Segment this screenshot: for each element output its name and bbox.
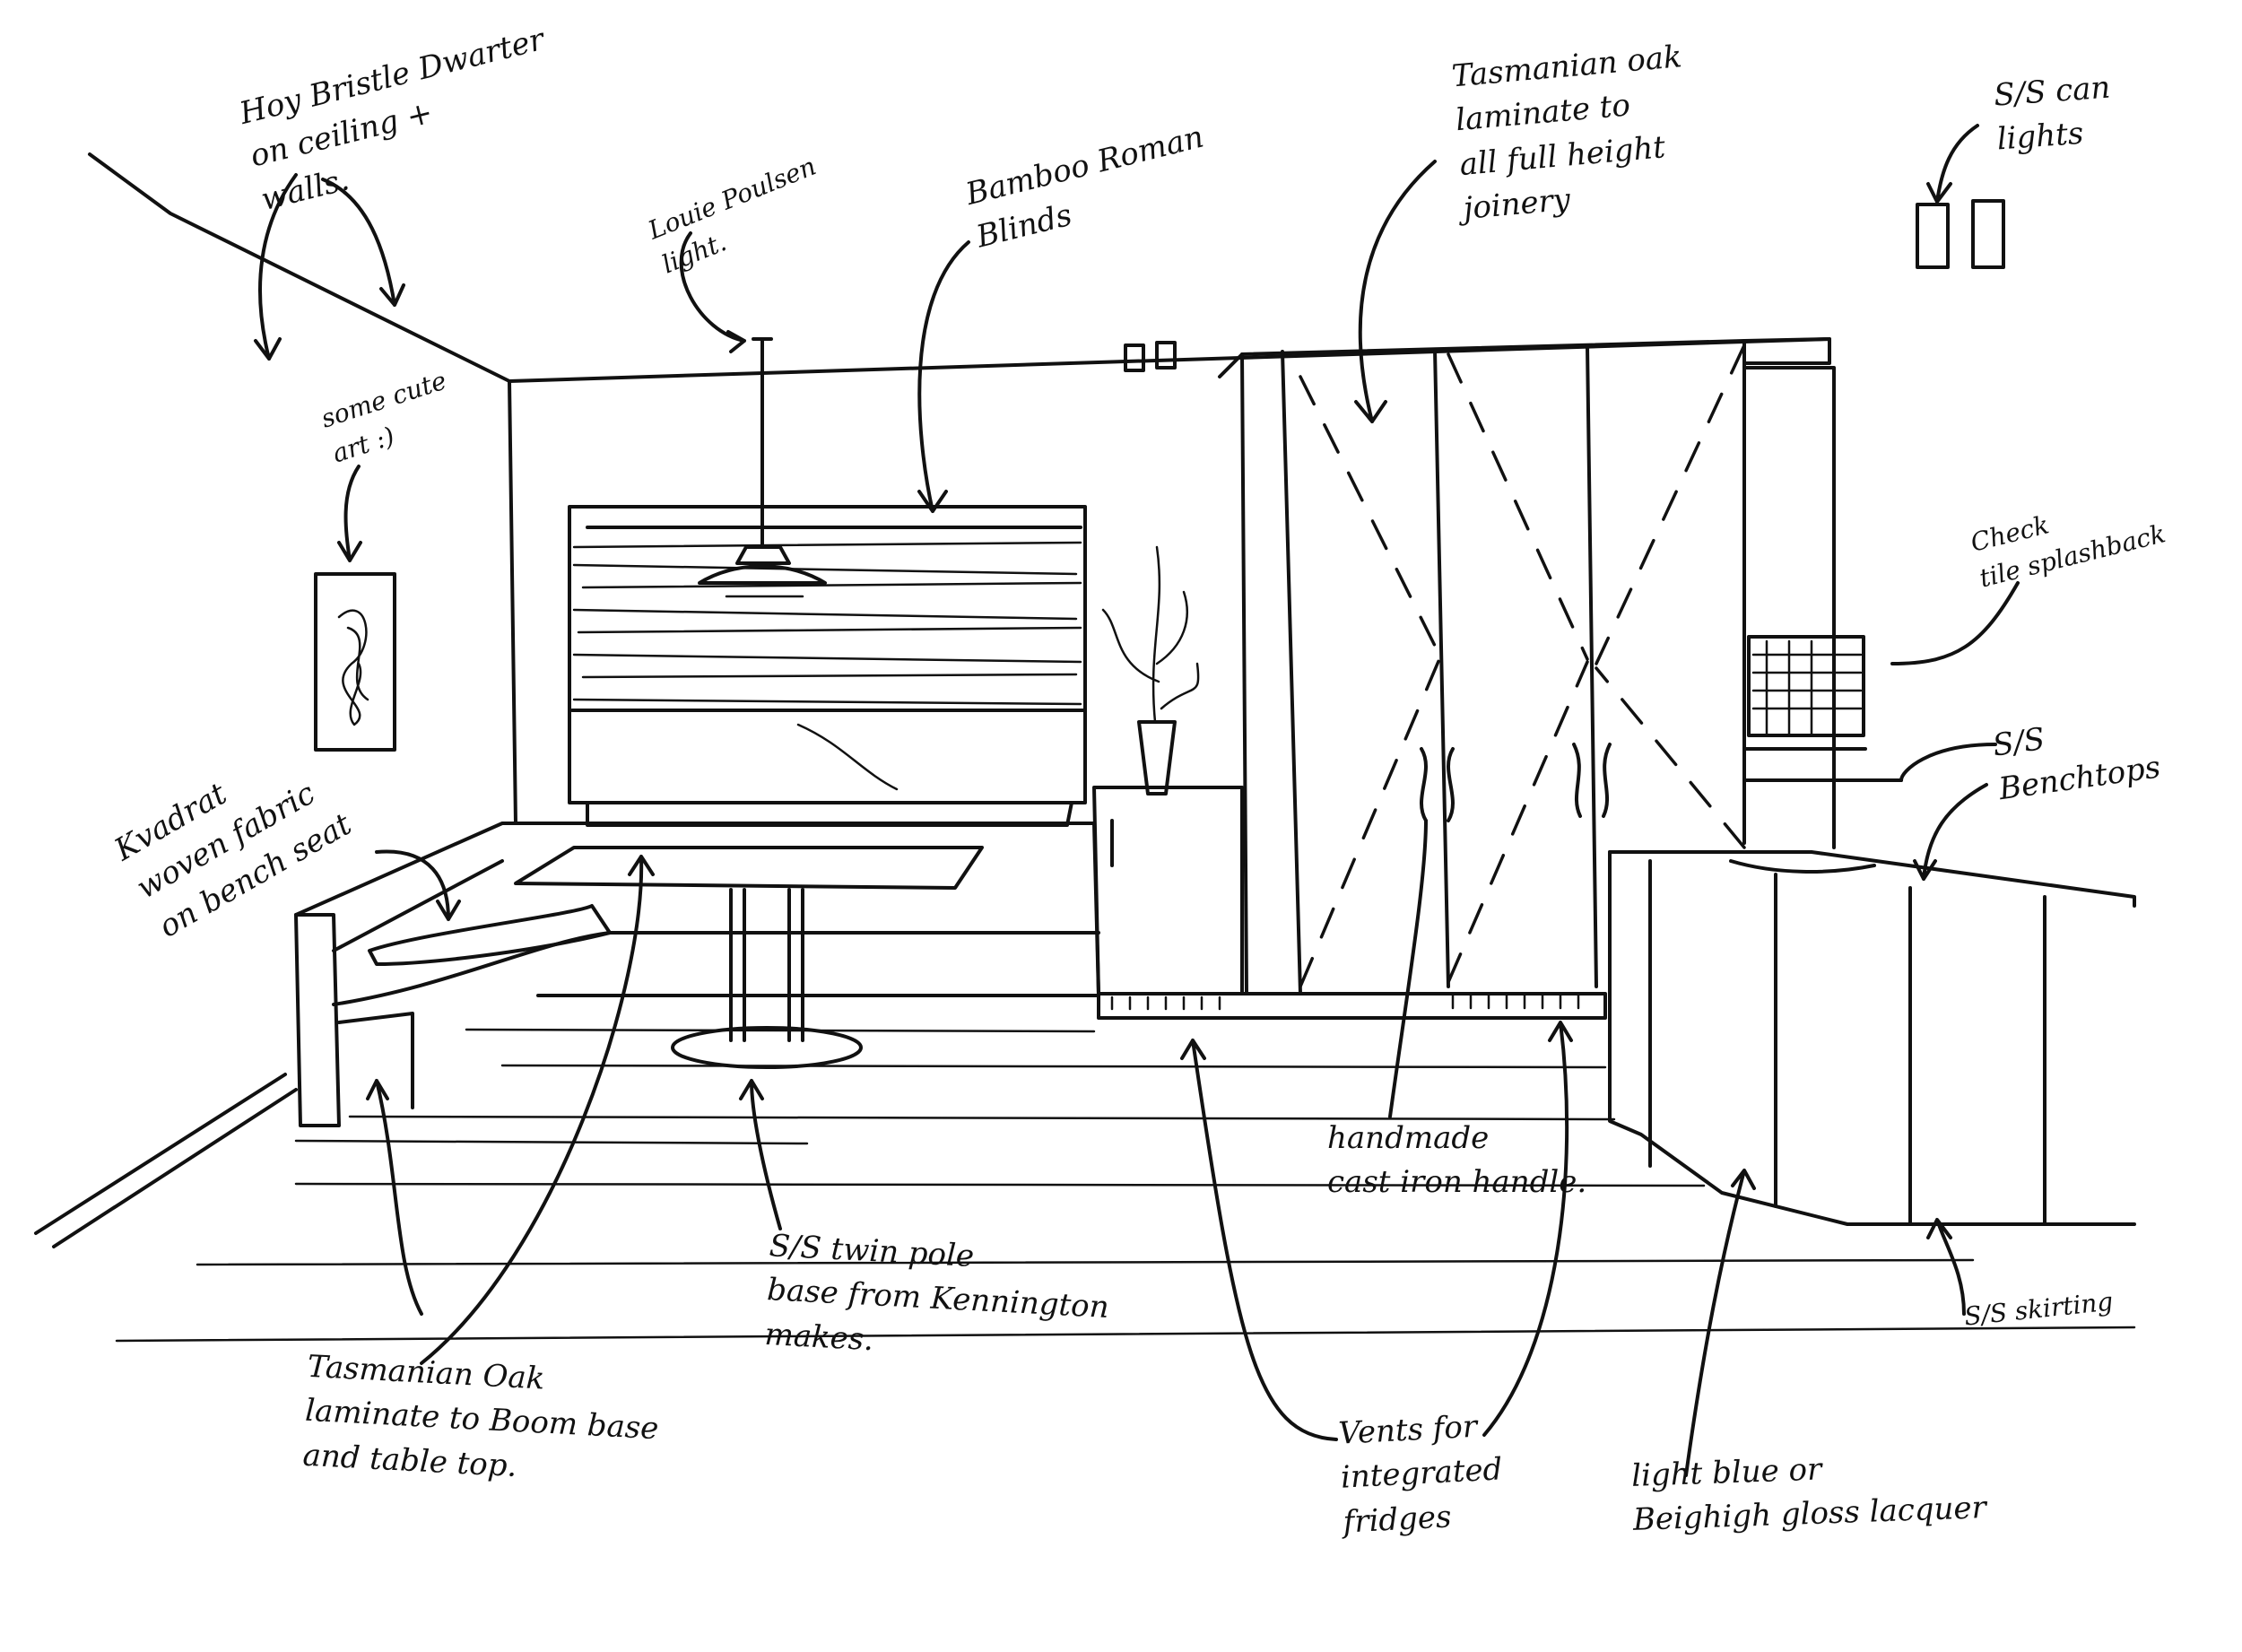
side-cabinet: [1092, 545, 1244, 996]
tall-joinery: [1097, 339, 1746, 1020]
table: [514, 846, 984, 1069]
room-outline: [34, 152, 2136, 1343]
wall-art: [314, 572, 396, 752]
annotation-vents: Vents for integrated fridges: [1337, 1408, 1504, 1541]
annotation-can-lights: S/S can lights: [1992, 69, 2112, 158]
annotation-handle: handmade cast iron handle.: [1327, 1120, 1587, 1201]
annotation-table-base: S/S twin pole base from Kennington makes…: [763, 1228, 1110, 1358]
booth-bench: [294, 822, 1100, 1127]
annotation-booth-laminate: Tasmanian Oak laminate to Boom base and …: [301, 1348, 660, 1484]
window-with-blind: [568, 505, 1087, 827]
can-lights: [1124, 199, 2005, 372]
annotation-lacquer: light blue or Beighigh gloss lacquer: [1630, 1451, 1987, 1539]
pendant-light: [698, 337, 827, 598]
kitchen-island: [1608, 337, 2136, 1226]
annotation-joinery-laminate: Tasmanian oak laminate to all full heigh…: [1450, 39, 1684, 227]
leader-arrows: [254, 124, 2020, 1477]
